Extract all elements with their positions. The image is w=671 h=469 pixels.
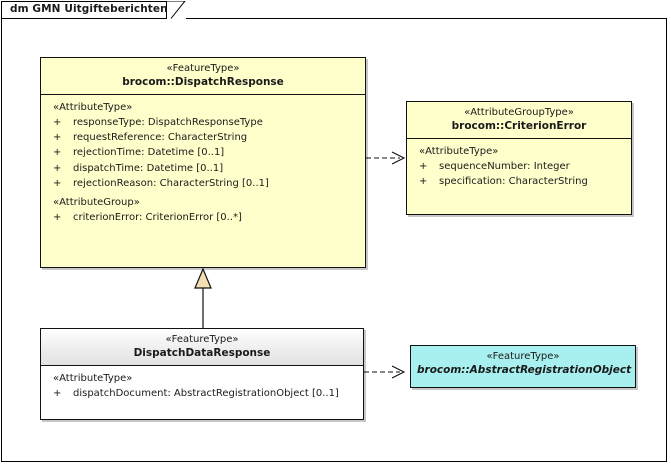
- class-stereotype: «FeatureType»: [486, 351, 560, 362]
- attribute-label: responseType: DispatchResponseType: [73, 117, 263, 128]
- compartment-stereotype: «AttributeType»: [53, 373, 133, 384]
- compartment-stereotype: «AttributeType»: [53, 102, 133, 113]
- class-header-abstract-registration-object: «FeatureType» brocom::AbstractRegistrati…: [411, 346, 635, 382]
- class-title: brocom::AbstractRegistrationObject: [417, 364, 632, 376]
- class-box-criterion-error[interactable]: «AttributeGroupType» brocom::CriterionEr…: [406, 101, 632, 215]
- class-stereotype: «FeatureType»: [165, 334, 239, 345]
- class-box-dispatch-data-response[interactable]: «FeatureType» DispatchDataResponse «Attr…: [40, 328, 364, 420]
- attribute-label: sequenceNumber: Integer: [439, 161, 570, 172]
- attribute-label: dispatchTime: Datetime [0..1]: [73, 162, 224, 174]
- attribute-visibility: +: [53, 162, 62, 174]
- attribute-visibility: +: [53, 132, 62, 144]
- diagram-title-tab-notch-icon: [166, 1, 186, 19]
- compartment-stereotype: «AttributeType»: [419, 146, 499, 157]
- compartment-attribute-type: «AttributeType» + responseType: DispatchR…: [41, 95, 365, 231]
- diagram-title: dm GMN Uitgifteberichten: [10, 3, 168, 15]
- attribute-label: rejectionTime: Datetime [0..1]: [73, 147, 225, 159]
- attribute-row[interactable]: + rejectionReason: CharacterString [0..1]: [41, 176, 365, 191]
- attribute-row[interactable]: + dispatchDocument: AbstractRegistrationO…: [41, 386, 363, 401]
- attribute-label: dispatchDocument: AbstractRegistrationOb…: [73, 388, 339, 399]
- class-header-dispatch-response: «FeatureType» brocom::DispatchResponse: [41, 58, 365, 95]
- class-box-abstract-registration-object[interactable]: «FeatureType» brocom::AbstractRegistrati…: [410, 345, 636, 388]
- class-box-dispatch-response[interactable]: «FeatureType» brocom::DispatchResponse «…: [40, 57, 366, 268]
- attribute-row[interactable]: + sequenceNumber: Integer: [407, 159, 631, 174]
- class-stereotype: «FeatureType»: [166, 63, 240, 74]
- diagram-title-tab: [1, 1, 167, 19]
- attribute-row[interactable]: + requestReference: CharacterString: [41, 130, 365, 145]
- class-title: DispatchDataResponse: [133, 347, 271, 359]
- attribute-visibility: +: [53, 177, 62, 189]
- compartment-attribute-type: «AttributeType» + sequenceNumber: Integer…: [407, 139, 631, 195]
- diagram-frame: [1, 18, 667, 462]
- compartment-stereotype: «AttributeGroup»: [53, 197, 140, 209]
- class-stereotype: «AttributeGroupType»: [464, 107, 574, 118]
- attribute-label: requestReference: CharacterString: [73, 132, 248, 144]
- attribute-row[interactable]: + dispatchTime: Datetime [0..1]: [41, 161, 365, 176]
- attribute-visibility: +: [53, 147, 62, 159]
- attribute-visibility: +: [419, 176, 428, 188]
- diagram-title-tab-left-edge: [1, 1, 2, 19]
- attribute-visibility: +: [53, 388, 62, 399]
- attribute-label: specification: CharacterString: [439, 176, 588, 188]
- attribute-visibility: +: [419, 161, 428, 172]
- attribute-label: criterionError: CriterionError [0..*]: [73, 212, 242, 224]
- attribute-label: rejectionReason: CharacterString [0..1]: [73, 177, 269, 189]
- class-title: brocom::CriterionError: [451, 120, 587, 132]
- attribute-visibility: +: [53, 117, 62, 128]
- compartment-attribute-type: «AttributeType» + dispatchDocument: Abstr…: [41, 366, 363, 407]
- class-header-dispatch-data-response: «FeatureType» DispatchDataResponse: [41, 329, 363, 366]
- diagram-frame-top-edge: [186, 18, 667, 19]
- attribute-row[interactable]: + criterionError: CriterionError [0..*]: [41, 210, 365, 225]
- diagram-title-tab-bottom-edge: [1, 18, 167, 19]
- attribute-row[interactable]: + rejectionTime: Datetime [0..1]: [41, 145, 365, 160]
- attribute-row[interactable]: + specification: CharacterString: [407, 174, 631, 189]
- attribute-visibility: +: [53, 212, 62, 224]
- attribute-row[interactable]: + responseType: DispatchResponseType: [41, 115, 365, 130]
- class-title: brocom::DispatchResponse: [122, 76, 284, 88]
- class-header-criterion-error: «AttributeGroupType» brocom::CriterionEr…: [407, 102, 631, 139]
